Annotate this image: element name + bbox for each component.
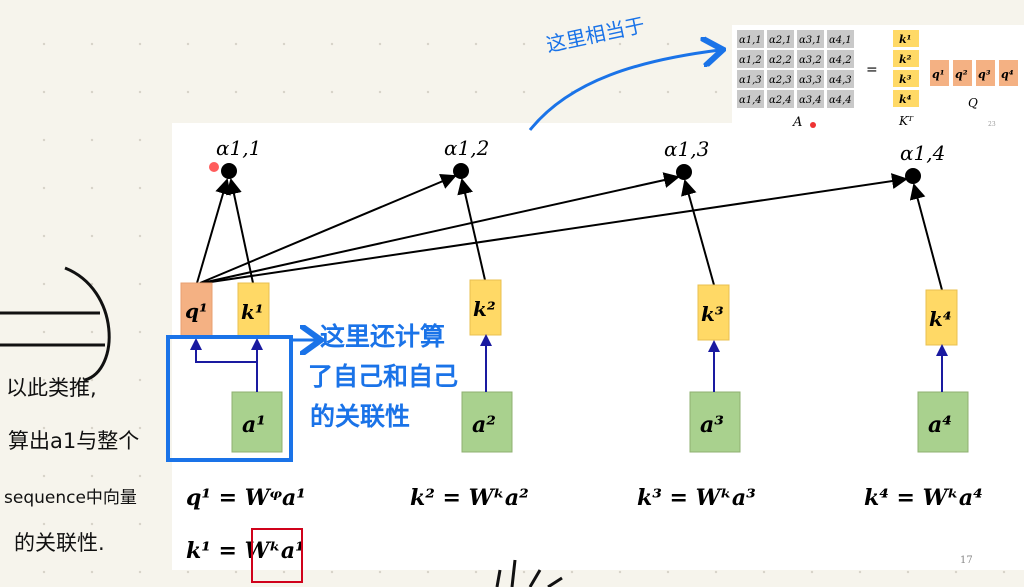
matrix-cell (827, 90, 854, 108)
black-pen-strokes (0, 266, 563, 587)
matrix-cell-label: α3,4 (799, 95, 822, 106)
matrix-cell (827, 50, 854, 68)
top-note: 这里相当于 (544, 13, 647, 57)
q-cell (953, 60, 972, 86)
q-cell (976, 60, 995, 86)
matrix-cell (797, 30, 824, 48)
label-q: Q (968, 96, 978, 110)
matrix-cell-label: α3,2 (799, 55, 822, 66)
label-a: A (792, 115, 802, 130)
key-label: k³ (701, 302, 724, 326)
left-note-line: sequence中向量 (4, 488, 137, 508)
alpha-label: α1,3 (664, 137, 709, 161)
page-number: 17 (960, 555, 973, 566)
label-kt: Kᵀ (898, 114, 914, 128)
blue-highlight-box (166, 335, 293, 462)
matrix-cell-label: α2,2 (769, 55, 792, 66)
matrix-cell (797, 50, 824, 68)
kt-cell (893, 90, 919, 107)
matrix-cell-label: α4,4 (829, 95, 852, 106)
matrix-cell (827, 30, 854, 48)
input-box (917, 391, 969, 453)
key-box (925, 289, 958, 346)
query-label: q¹ (185, 299, 208, 323)
blue-note-line: 的关联性 (310, 402, 410, 431)
input-box (689, 391, 741, 453)
matrix-cell-label: α1,2 (739, 55, 762, 66)
kt-label: k¹ (899, 33, 911, 46)
matrix-cell-label: α2,4 (769, 95, 792, 106)
alpha-dots (221, 163, 921, 184)
kt-cell (893, 50, 919, 67)
matrix-cell-label: α1,1 (739, 35, 762, 46)
inset-page-number: 23 (988, 121, 996, 128)
matrix-cell (737, 30, 764, 48)
equals-sign: = (866, 62, 878, 78)
matrix-cell (767, 50, 794, 68)
matrix-cell (767, 30, 794, 48)
attention-arrows (196, 172, 943, 291)
kt-cell (893, 30, 919, 47)
blue-note-line: 了自己和自己 (308, 362, 458, 391)
q-cell (930, 60, 949, 86)
input-label: a² (472, 412, 496, 438)
matrix-cell (767, 70, 794, 88)
laser-dot (209, 162, 219, 172)
query-box (180, 282, 213, 339)
matrix-cell (737, 70, 764, 88)
alpha-label: α1,2 (444, 136, 489, 160)
equation-k1: k¹ = Wᵏa¹ (186, 538, 305, 564)
q-label: q⁴ (1001, 68, 1014, 81)
matrix-cell (797, 70, 824, 88)
matrix-cell-label: α2,1 (769, 35, 792, 46)
kt-label: k⁴ (899, 93, 912, 106)
alpha-label: α1,1 (216, 136, 261, 160)
input-label: a³ (700, 412, 724, 438)
kt-label: k³ (899, 73, 912, 86)
input-label: a¹ (242, 412, 266, 438)
input-label: a⁴ (928, 412, 952, 438)
matrix-cell-label: α3,3 (799, 75, 822, 86)
matrix-cell-label: α4,3 (829, 75, 852, 86)
red-highlight-box (251, 528, 303, 583)
alpha-label: α1,4 (900, 141, 945, 165)
matrix-cell (767, 90, 794, 108)
blue-note-line: 这里还计算 (320, 322, 445, 351)
attention-matrix: α1,1 α2,1 α3,1 α4,1 α1,2 α2,2 α3,2 α4,2 α1,3 α2,3… (737, 30, 854, 108)
curved-pointer-arrow (528, 50, 720, 131)
kt-cell (893, 70, 919, 87)
matrix-cell-label: α3,1 (799, 35, 822, 46)
q-cell (999, 60, 1018, 86)
matrix-cell-label: α1,4 (739, 95, 762, 106)
q-label: q¹ (932, 68, 945, 81)
matrix-cell-label: α2,3 (769, 75, 792, 86)
left-note-line: 的关联性. (14, 531, 105, 555)
q-label: q² (955, 68, 968, 81)
key-box (237, 282, 270, 339)
matrix-cell-label: α4,1 (829, 35, 852, 46)
matrix-cell (737, 50, 764, 68)
equation-k3: k³ = Wᵏa³ (637, 485, 756, 511)
matrix-cell-label: α1,3 (739, 75, 762, 86)
key-label: k⁴ (929, 307, 952, 331)
matrix-cell-label: α4,2 (829, 55, 852, 66)
key-label: k¹ (241, 300, 264, 324)
laser-dot (810, 122, 816, 128)
q-label: q³ (978, 68, 991, 81)
equation-k2: k² = Wᵏa² (410, 485, 529, 511)
projection-arrows (190, 334, 948, 392)
equation-q1: q¹ = Wᵠa¹ (186, 485, 306, 511)
kt-label: k² (899, 53, 912, 66)
matrix-cell (827, 70, 854, 88)
key-label: k² (473, 297, 496, 321)
matrix-cell (737, 90, 764, 108)
left-note-line: 算出a1与整个 (8, 429, 139, 453)
matrix-cell (797, 90, 824, 108)
equation-k4: k⁴ = Wᵏa⁴ (864, 485, 983, 511)
left-note-line: 以此类推, (6, 376, 97, 400)
